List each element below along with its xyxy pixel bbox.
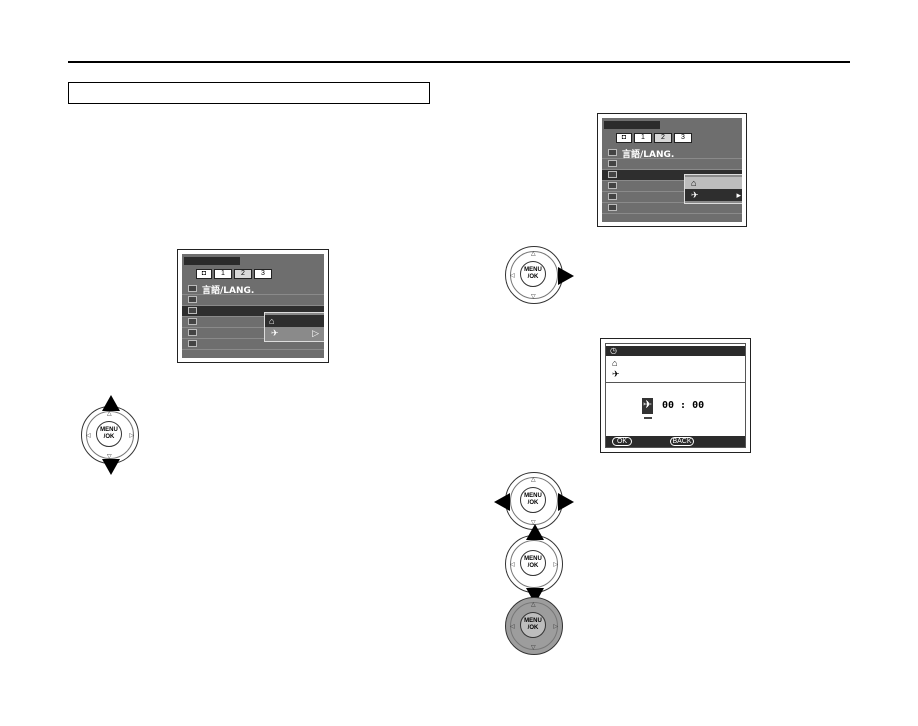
plane-icon: ✈ <box>271 328 279 338</box>
home-icon: ⌂ <box>612 358 618 368</box>
menu-row-icon <box>188 329 197 336</box>
menu-row-icon <box>608 160 617 167</box>
menu-row-icon <box>608 204 617 211</box>
setup-tab-1: 1 <box>634 133 652 143</box>
dpad-left-right: △ ▽ MENU /OK <box>494 472 574 530</box>
setup-tab-3: 3 <box>674 133 692 143</box>
time-difference-submenu: ⌂ ✈ ▷ <box>264 312 324 342</box>
camera-screen-setup-1: ◘ 1 2 3 言語/LANG. ⌂ ✈ ▷ <box>177 249 329 363</box>
time-difference-screen: ◷ ⌂ ✈ ✈ 00 : 00 OK BACK <box>600 338 751 453</box>
arrow-up-icon <box>526 524 544 540</box>
camera-tab-icon: ◘ <box>196 269 212 279</box>
home-icon: ⌂ <box>269 316 275 326</box>
time-offset-value: 00 : 00 <box>662 400 705 411</box>
clock-icon: ◷ <box>610 346 617 355</box>
dpad-up-down-2: ◁ ▷ MENU /OK <box>505 524 563 604</box>
home-icon: ⌂ <box>691 178 697 188</box>
cursor-underline <box>644 417 652 419</box>
menu-row-icon <box>608 182 617 189</box>
time-difference-submenu: ⌂ ✈ ▸ <box>684 174 742 204</box>
menu-row-icon <box>608 149 617 156</box>
menu-row-icon <box>188 285 197 292</box>
setup-tab-3: 3 <box>254 269 272 279</box>
arrow-left-icon <box>494 493 510 511</box>
screen-footer: OK BACK <box>606 436 745 447</box>
camera-screen-setup-2: ◘ 1 2 3 言語/LANG. ⌂ ✈ ▸ <box>597 113 747 227</box>
menu-row-icon <box>188 318 197 325</box>
arrow-right-icon <box>558 267 574 285</box>
setup-tab-2: 2 <box>234 269 252 279</box>
divider <box>606 382 745 383</box>
screen-header-bar <box>604 121 660 129</box>
clock-icon <box>188 307 197 314</box>
arrow-right-icon: ▸ <box>736 190 741 200</box>
arrow-down-icon <box>102 459 120 475</box>
setup-tab-1: 1 <box>214 269 232 279</box>
plane-sign-icon: ✈ <box>642 398 653 414</box>
menu-row-icon <box>188 340 197 347</box>
menu-ok-button: MENU /OK <box>520 550 546 576</box>
dpad-right: △ ▽ ◁ MENU /OK <box>505 246 574 304</box>
ok-button-label: OK <box>612 437 632 446</box>
arrow-up-icon <box>102 395 120 411</box>
screen-header-bar: ◷ <box>606 346 745 356</box>
dpad-up-down: △ ▽ ◁ ▷ MENU /OK <box>81 395 139 475</box>
menu-ok-button: MENU /OK <box>520 261 546 287</box>
header-rule <box>68 61 850 63</box>
menu-row-icon <box>608 193 617 200</box>
language-item: 言語/LANG. <box>622 150 675 160</box>
setup-tab-2: 2 <box>654 133 672 143</box>
menu-ok-button: MENU /OK <box>96 421 122 447</box>
arrow-right-icon: ▷ <box>312 328 319 338</box>
plane-icon: ✈ <box>612 369 620 379</box>
clock-icon <box>608 171 617 178</box>
screen-header-bar <box>184 257 240 265</box>
back-button-label: BACK <box>670 437 694 446</box>
plane-icon: ✈ <box>691 190 699 200</box>
arrow-right-icon <box>558 493 574 511</box>
section-title-box <box>68 82 430 104</box>
menu-ok-button: MENU /OK <box>520 487 546 513</box>
menu-ok-button: MENU /OK <box>520 612 546 638</box>
menu-row-icon <box>188 296 197 303</box>
camera-tab-icon: ◘ <box>616 133 632 143</box>
language-item: 言語/LANG. <box>202 286 255 296</box>
dpad-menu-ok-press: △ ▽ ◁ ▷ MENU /OK <box>505 597 563 655</box>
